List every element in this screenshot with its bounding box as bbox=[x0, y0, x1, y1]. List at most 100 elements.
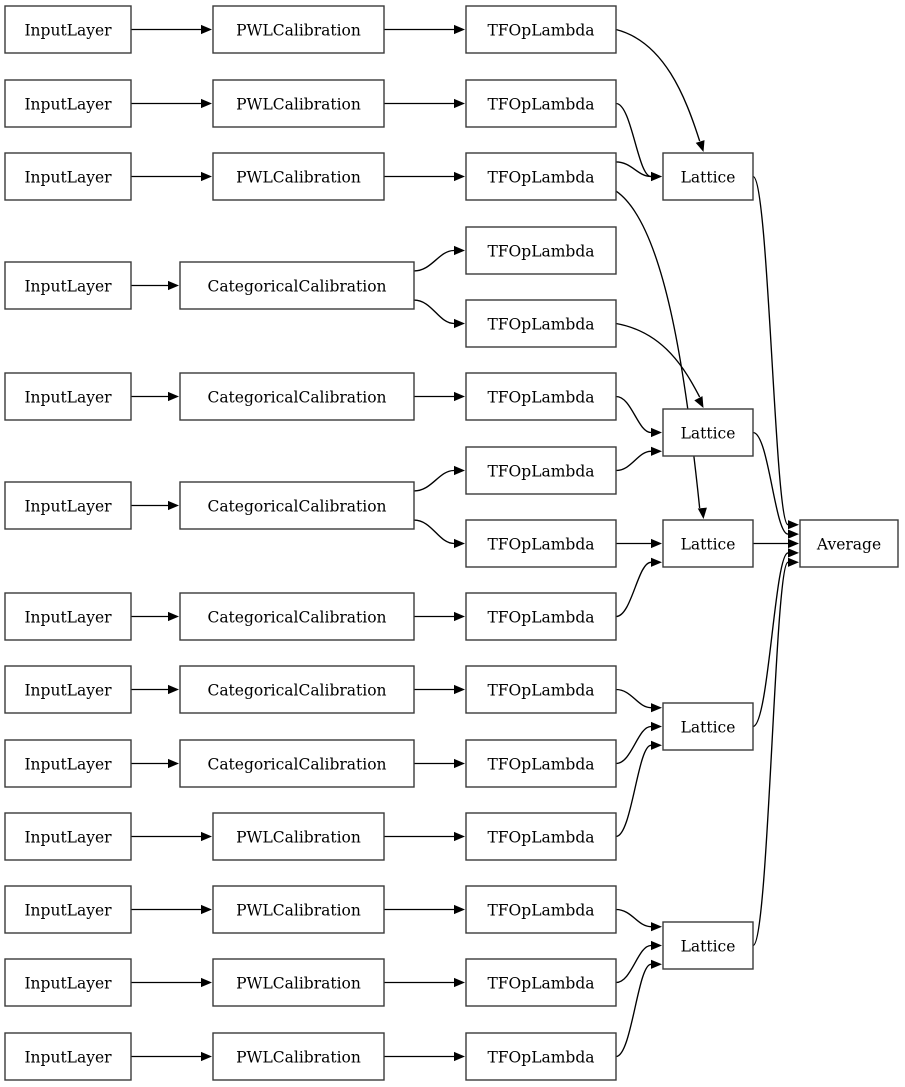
node-inputlayer-in8[interactable]: InputLayer bbox=[4, 665, 132, 714]
node-pwlcalibration-cal1[interactable]: PWLCalibration bbox=[212, 5, 385, 54]
node-inputlayer-in6[interactable]: InputLayer bbox=[4, 481, 132, 530]
node-inputlayer-in12[interactable]: InputLayer bbox=[4, 958, 132, 1007]
node-box[interactable] bbox=[4, 481, 132, 530]
node-box[interactable] bbox=[4, 1032, 132, 1081]
node-box[interactable] bbox=[179, 261, 415, 310]
node-inputlayer-in7[interactable]: InputLayer bbox=[4, 592, 132, 641]
node-box[interactable] bbox=[212, 79, 385, 128]
node-box[interactable] bbox=[4, 812, 132, 861]
node-tfoplambda-op7[interactable]: TFOpLambda bbox=[465, 446, 617, 495]
node-categoricalcalibration-cal5[interactable]: CategoricalCalibration bbox=[179, 372, 415, 421]
node-box[interactable] bbox=[662, 152, 754, 201]
node-box[interactable] bbox=[465, 812, 617, 861]
node-box[interactable] bbox=[212, 958, 385, 1007]
node-box[interactable] bbox=[212, 885, 385, 934]
edge-op13-to-lat5 bbox=[615, 908, 652, 928]
node-lattice-lat2[interactable]: Lattice bbox=[662, 408, 754, 457]
node-box[interactable] bbox=[465, 958, 617, 1007]
node-lattice-lat3[interactable]: Lattice bbox=[662, 519, 754, 568]
node-box[interactable] bbox=[465, 299, 617, 348]
node-pwlcalibration-cal10[interactable]: PWLCalibration bbox=[212, 812, 385, 861]
node-inputlayer-in1[interactable]: InputLayer bbox=[4, 5, 132, 54]
node-box[interactable] bbox=[212, 5, 385, 54]
node-tfoplambda-op13[interactable]: TFOpLambda bbox=[465, 885, 617, 934]
node-inputlayer-in13[interactable]: InputLayer bbox=[4, 1032, 132, 1081]
node-inputlayer-in5[interactable]: InputLayer bbox=[4, 372, 132, 421]
node-inputlayer-in3[interactable]: InputLayer bbox=[4, 152, 132, 201]
node-box[interactable] bbox=[465, 1032, 617, 1081]
node-box[interactable] bbox=[212, 1032, 385, 1081]
node-box[interactable] bbox=[465, 665, 617, 714]
node-tfoplambda-op4[interactable]: TFOpLambda bbox=[465, 226, 617, 275]
node-tfoplambda-op12[interactable]: TFOpLambda bbox=[465, 812, 617, 861]
node-box[interactable] bbox=[662, 921, 754, 970]
node-categoricalcalibration-cal8[interactable]: CategoricalCalibration bbox=[179, 665, 415, 714]
node-pwlcalibration-cal3[interactable]: PWLCalibration bbox=[212, 152, 385, 201]
node-box[interactable] bbox=[4, 592, 132, 641]
node-average-avg[interactable]: Average bbox=[799, 519, 899, 568]
node-lattice-lat1[interactable]: Lattice bbox=[662, 152, 754, 201]
node-box[interactable] bbox=[662, 408, 754, 457]
node-box[interactable] bbox=[799, 519, 899, 568]
node-box[interactable] bbox=[465, 372, 617, 421]
node-lattice-lat4[interactable]: Lattice bbox=[662, 702, 754, 751]
edge-arrowhead bbox=[651, 740, 662, 750]
edge-op15-to-lat5 bbox=[615, 963, 652, 1058]
node-lattice-lat5[interactable]: Lattice bbox=[662, 921, 754, 970]
node-box[interactable] bbox=[4, 958, 132, 1007]
node-box[interactable] bbox=[465, 446, 617, 495]
node-tfoplambda-op8[interactable]: TFOpLambda bbox=[465, 519, 617, 568]
node-tfoplambda-op2[interactable]: TFOpLambda bbox=[465, 79, 617, 128]
node-categoricalcalibration-cal9[interactable]: CategoricalCalibration bbox=[179, 739, 415, 788]
node-tfoplambda-op6[interactable]: TFOpLambda bbox=[465, 372, 617, 421]
node-box[interactable] bbox=[4, 261, 132, 310]
node-box[interactable] bbox=[4, 79, 132, 128]
node-box[interactable] bbox=[179, 739, 415, 788]
node-inputlayer-in10[interactable]: InputLayer bbox=[4, 812, 132, 861]
node-box[interactable] bbox=[4, 739, 132, 788]
node-pwlcalibration-cal11[interactable]: PWLCalibration bbox=[212, 885, 385, 934]
node-tfoplambda-op5[interactable]: TFOpLambda bbox=[465, 299, 617, 348]
node-tfoplambda-op15[interactable]: TFOpLambda bbox=[465, 1032, 617, 1081]
node-box[interactable] bbox=[212, 152, 385, 201]
node-box[interactable] bbox=[465, 226, 617, 275]
node-box[interactable] bbox=[465, 79, 617, 128]
node-tfoplambda-op11[interactable]: TFOpLambda bbox=[465, 739, 617, 788]
edge-op10-to-lat4 bbox=[615, 688, 652, 709]
node-categoricalcalibration-cal7[interactable]: CategoricalCalibration bbox=[179, 592, 415, 641]
node-box[interactable] bbox=[465, 885, 617, 934]
node-box[interactable] bbox=[465, 519, 617, 568]
node-box[interactable] bbox=[179, 665, 415, 714]
node-inputlayer-in9[interactable]: InputLayer bbox=[4, 739, 132, 788]
node-box[interactable] bbox=[465, 739, 617, 788]
node-box[interactable] bbox=[465, 5, 617, 54]
node-tfoplambda-op9[interactable]: TFOpLambda bbox=[465, 592, 617, 641]
node-inputlayer-in11[interactable]: InputLayer bbox=[4, 885, 132, 934]
node-box[interactable] bbox=[4, 5, 132, 54]
node-pwlcalibration-cal2[interactable]: PWLCalibration bbox=[212, 79, 385, 128]
node-inputlayer-in4[interactable]: InputLayer bbox=[4, 261, 132, 310]
node-box[interactable] bbox=[4, 885, 132, 934]
node-box[interactable] bbox=[212, 812, 385, 861]
node-tfoplambda-op14[interactable]: TFOpLambda bbox=[465, 958, 617, 1007]
edge-op9-to-lat3 bbox=[615, 561, 652, 618]
node-categoricalcalibration-cal6[interactable]: CategoricalCalibration bbox=[179, 481, 415, 530]
node-box[interactable] bbox=[662, 519, 754, 568]
node-box[interactable] bbox=[465, 152, 617, 201]
node-box[interactable] bbox=[4, 152, 132, 201]
node-box[interactable] bbox=[4, 372, 132, 421]
node-tfoplambda-op3[interactable]: TFOpLambda bbox=[465, 152, 617, 201]
node-categoricalcalibration-cal4[interactable]: CategoricalCalibration bbox=[179, 261, 415, 310]
node-pwlcalibration-cal13[interactable]: PWLCalibration bbox=[212, 1032, 385, 1081]
node-box[interactable] bbox=[465, 592, 617, 641]
node-box[interactable] bbox=[179, 372, 415, 421]
node-inputlayer-in2[interactable]: InputLayer bbox=[4, 79, 132, 128]
node-tfoplambda-op10[interactable]: TFOpLambda bbox=[465, 665, 617, 714]
edge-arrowhead bbox=[651, 557, 662, 567]
node-tfoplambda-op1[interactable]: TFOpLambda bbox=[465, 5, 617, 54]
node-pwlcalibration-cal12[interactable]: PWLCalibration bbox=[212, 958, 385, 1007]
node-box[interactable] bbox=[179, 481, 415, 530]
node-box[interactable] bbox=[4, 665, 132, 714]
node-box[interactable] bbox=[179, 592, 415, 641]
node-box[interactable] bbox=[662, 702, 754, 751]
